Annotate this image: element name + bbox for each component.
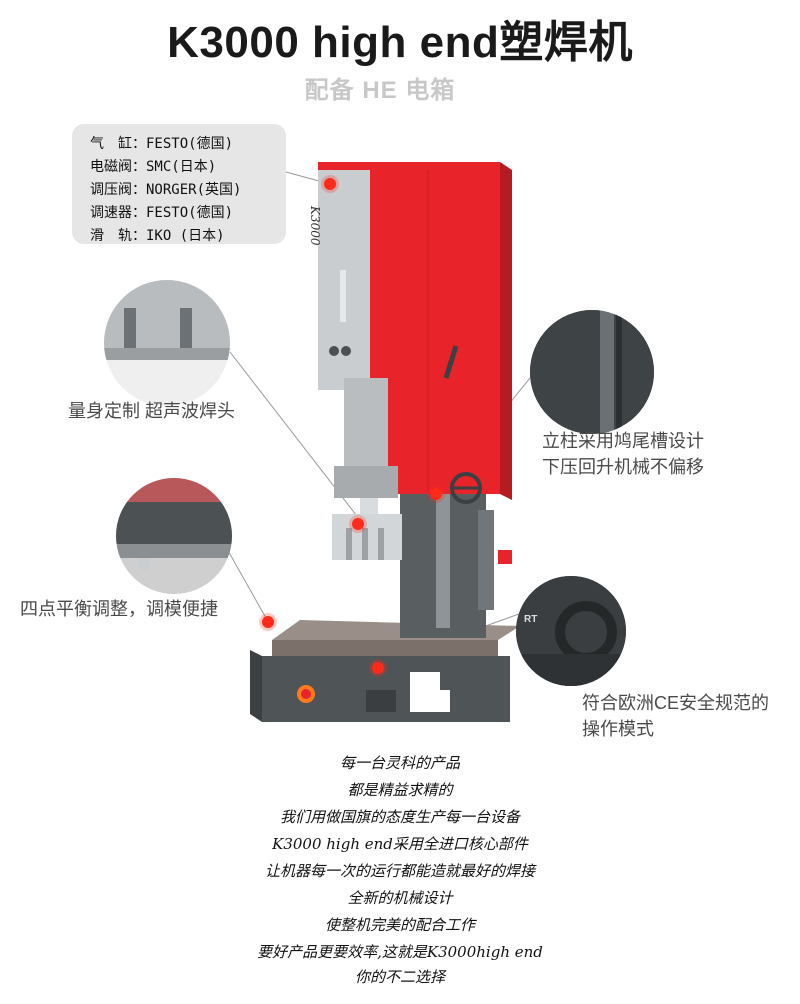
spec-speed-controller: 调速器：FESTO(德国) <box>90 205 234 221</box>
poem-line-7: 使整机完美的配合工作 <box>324 916 475 934</box>
horn-callout: 量身定制 超声波焊头 <box>68 401 236 421</box>
poem-line-3: 我们用做国旗的态度生产每一台设备 <box>279 808 520 826</box>
marker-dot-safety <box>372 662 384 674</box>
spec-slide-rail: 滑 轨：IKO (日本) <box>90 228 225 244</box>
column-detail-image <box>530 310 654 434</box>
spec-box <box>72 124 286 244</box>
safety-detail-image: RT <box>516 576 626 686</box>
page-subtitle: 配备 HE 电箱 <box>304 77 456 104</box>
poem-line-6: 全新的机械设计 <box>347 889 453 907</box>
brand-label: RT <box>524 614 538 625</box>
poem-line-2: 都是精益求精的 <box>347 781 453 799</box>
marker-dot-column <box>430 488 442 500</box>
leveling-callout: 四点平衡调整，调模便捷 <box>20 599 218 619</box>
marker-dot-horn <box>352 518 364 530</box>
poem-line-5: 让机器每一次的运行都能造就最好的焊接 <box>264 862 535 880</box>
spec-pressure-valve: 调压阀：NORGER(英国) <box>90 182 242 198</box>
spec-cylinder: 气 缸：FESTO(德国) <box>90 136 234 152</box>
poem-line-9: 你的不二选择 <box>354 968 445 986</box>
poem-line-1: 每一台灵科的产品 <box>339 754 460 772</box>
marker-dot-spec <box>324 178 336 190</box>
spec-solenoid-valve: 电磁阀：SMC(日本) <box>90 159 217 175</box>
leveling-detail-image <box>116 478 232 594</box>
safety-callout-line-1: 符合欧洲CE安全规范的 <box>582 693 770 713</box>
horn-detail-image <box>104 280 230 406</box>
poem-line-8: 要好产品更要效率,这就是K3000high end <box>257 943 543 961</box>
safety-callout-line-2: 操作模式 <box>582 719 654 739</box>
column-callout-line-2: 下压回升机械不偏移 <box>542 457 704 477</box>
marker-dot-leveling <box>262 616 274 628</box>
model-label: K3000 <box>308 206 322 246</box>
poem-line-4: K3000 high end采用全进口核心部件 <box>272 835 528 853</box>
column-callout-line-1: 立柱采用鸠尾槽设计 <box>542 431 704 451</box>
page-title: K3000 high end塑焊机 <box>167 18 633 67</box>
